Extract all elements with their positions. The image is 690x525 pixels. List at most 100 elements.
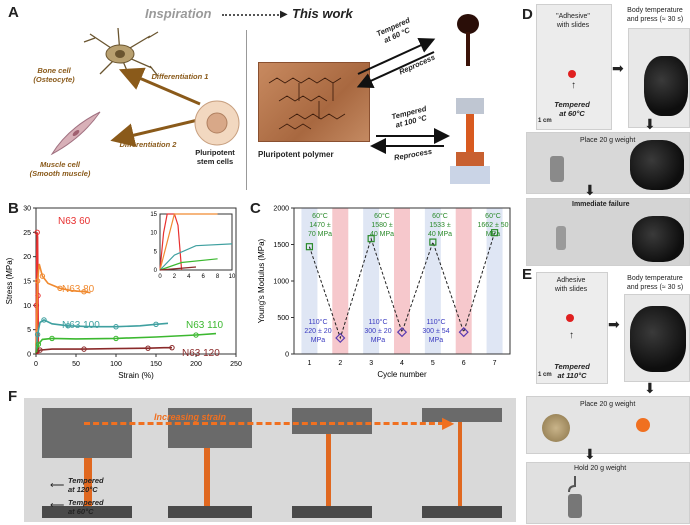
dotted-arrow bbox=[222, 14, 282, 16]
panel-a-divider bbox=[246, 30, 247, 190]
c-point-60-5 bbox=[429, 238, 437, 246]
e-place-label: Place 20 g weight bbox=[580, 401, 636, 408]
differentiation-2-label: Differentiation 2 bbox=[119, 140, 177, 149]
panel-label-e: E bbox=[522, 266, 533, 283]
c-xtick-label: 5 bbox=[431, 360, 435, 367]
e-arrow-down-2: ⬇ bbox=[584, 446, 596, 462]
b-xtick-label: 0 bbox=[34, 361, 38, 368]
b-inset-line-0 bbox=[159, 213, 183, 271]
b-inset-line-2 bbox=[159, 243, 233, 271]
b-series-point-1 bbox=[57, 285, 63, 292]
b-xtick-label: 100 bbox=[110, 361, 122, 368]
d-arrow-right: ➡ bbox=[612, 60, 624, 76]
d-arrow-down-1: ⬇ bbox=[644, 116, 656, 132]
c-ytick-label: 500 bbox=[277, 315, 289, 322]
b-ytick-label: 15 bbox=[23, 279, 31, 286]
b-xtick-label: 250 bbox=[230, 361, 242, 368]
arrow-head: ▶ bbox=[280, 9, 288, 20]
b-xtick-label: 200 bbox=[190, 361, 202, 368]
muscle-cell-icon bbox=[50, 111, 101, 156]
differentiation-1-label: Differentiation 1 bbox=[151, 72, 209, 81]
b-series-point-2 bbox=[65, 323, 71, 329]
b-series-point-2 bbox=[34, 331, 41, 338]
b-xtick-label: 50 bbox=[72, 361, 80, 368]
b-series-point-2 bbox=[153, 321, 159, 328]
e-adhesive-dot bbox=[566, 314, 574, 322]
d-adhesive-label: "Adhesive"with slides bbox=[556, 13, 590, 29]
f-frame-2 bbox=[152, 408, 264, 518]
f1-sample bbox=[84, 458, 92, 508]
e-hold-label: Hold 20 g weight bbox=[574, 465, 627, 472]
c-xtick-label: 4 bbox=[400, 360, 404, 367]
stem-cell-icon bbox=[194, 100, 240, 146]
differentiation-arrows bbox=[110, 67, 201, 147]
d-up-arrow: ↑ bbox=[571, 80, 576, 91]
b-series-point-4 bbox=[37, 347, 43, 353]
polymer-label: Pluripotent polymer bbox=[258, 150, 334, 159]
f2-lower-clamp bbox=[168, 506, 252, 518]
f-increasing-strain-label: Increasing strain bbox=[154, 412, 227, 422]
b-inset-ytick: 0 bbox=[154, 268, 158, 274]
f4-lower-clamp bbox=[422, 506, 502, 518]
c-xtick-label: 3 bbox=[369, 360, 373, 367]
c-series-line bbox=[308, 232, 496, 340]
c-ytick-label: 1000 bbox=[273, 279, 289, 286]
c-band-1 bbox=[301, 208, 318, 354]
b-series-point-4 bbox=[145, 345, 151, 351]
clamped-sample-image bbox=[450, 98, 490, 184]
f-increasing-strain-arrow bbox=[84, 422, 444, 425]
panel-label-c: C bbox=[250, 200, 261, 217]
b-ytick-label: 10 bbox=[23, 303, 31, 310]
bone-cell-label: Bone cell(Osteocyte) bbox=[33, 66, 75, 84]
c-ytick-label: 2000 bbox=[273, 206, 289, 213]
reversible-arrows-60 bbox=[356, 38, 436, 88]
muscle-cell-label: Muscle cell(Smooth muscle) bbox=[29, 160, 91, 178]
c-xtick-label: 2 bbox=[338, 360, 342, 367]
b-series-line-1 bbox=[35, 263, 91, 355]
d-place-label: Place 20 g weight bbox=[580, 137, 636, 144]
b-inset-line-1 bbox=[159, 213, 218, 271]
panel-label-b: B bbox=[8, 200, 19, 217]
c-ytick-label: 0 bbox=[285, 352, 289, 359]
b-series-point-0 bbox=[34, 229, 40, 236]
b-series-point-2 bbox=[41, 317, 47, 323]
f3-upper-clamp bbox=[292, 408, 372, 434]
f-arrow-60: ⟵ bbox=[50, 500, 65, 511]
polymer-structure-image bbox=[258, 62, 370, 142]
b-inset-xtick: 8 bbox=[216, 274, 220, 280]
b-xtick-label: 150 bbox=[150, 361, 162, 368]
c-point-60-1 bbox=[305, 243, 314, 251]
f-arrow-head: ▶ bbox=[442, 415, 455, 432]
e-weight bbox=[542, 414, 570, 442]
c-point-60-7 bbox=[490, 229, 499, 237]
e-hanging-weight bbox=[568, 476, 582, 518]
label-n63-100: N63 100 bbox=[62, 320, 100, 331]
b-series-point-2 bbox=[113, 324, 119, 330]
b-inset-xtick: 4 bbox=[187, 274, 191, 280]
b-series-point-1 bbox=[81, 289, 87, 295]
f-frame-1 bbox=[32, 408, 144, 518]
f2-upper-clamp bbox=[168, 408, 252, 448]
f1-upper-clamp bbox=[42, 408, 132, 458]
c-band-5 bbox=[424, 208, 441, 354]
b-series-point-1 bbox=[39, 273, 46, 279]
d-scale-bar: 1 cm bbox=[538, 118, 552, 124]
c-band-6 bbox=[455, 208, 472, 354]
b-series-point-3 bbox=[113, 335, 119, 342]
